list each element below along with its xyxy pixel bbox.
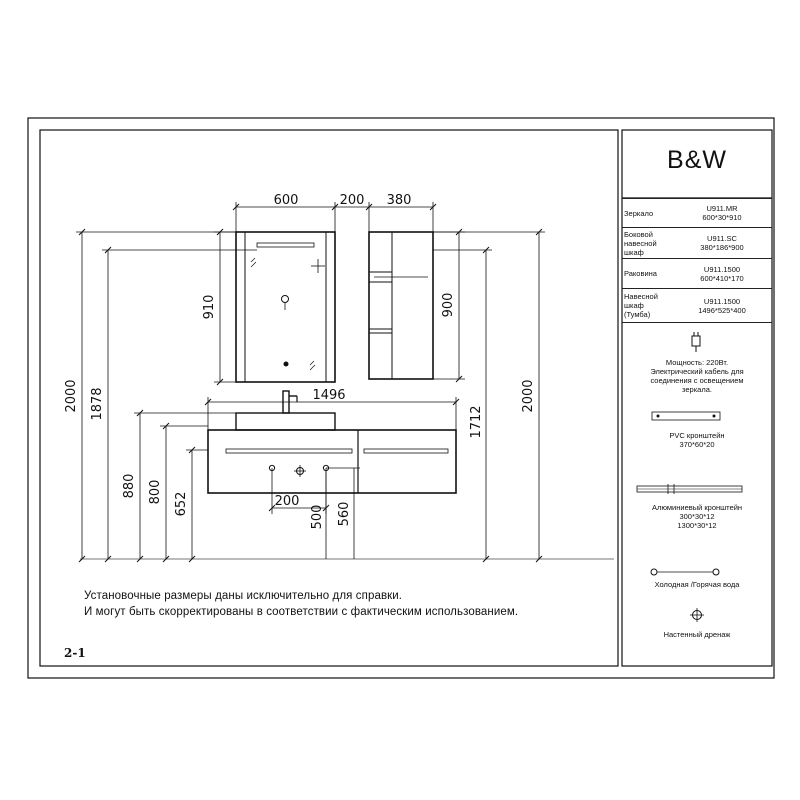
- spec-label: Раковина: [622, 258, 672, 289]
- dimension-labels: 600 200 380 1496 200 910 900 2000 1878 8…: [64, 193, 536, 529]
- dim-height-652: 652: [174, 492, 189, 517]
- spec-value: U911.SC 380*186*900: [672, 227, 772, 259]
- dim-cabinet-height: 900: [441, 293, 456, 318]
- dim-cabinet-width: 380: [387, 193, 412, 208]
- aluminium-bracket-icon: [636, 484, 743, 494]
- brand-logo: B&W: [667, 146, 727, 174]
- spec-value: U911.1500 600*410*170: [672, 258, 772, 289]
- spec-label: Боковой навесной шкаф: [622, 227, 672, 259]
- note-line-2: И могут быть скорректированы в соответст…: [84, 606, 519, 618]
- dim-height-1878: 1878: [90, 387, 105, 420]
- legend-aluminium-bracket: Алюминиевый кронштейн 300*30*12 1300*30*…: [651, 503, 743, 530]
- spec-table: Зеркало U911.MR 600*30*910 Боковой навес…: [622, 198, 772, 323]
- dim-pipe-spacing: 200: [275, 494, 300, 509]
- dim-height-1712: 1712: [469, 405, 484, 438]
- page-number: 2-1: [64, 646, 86, 660]
- water-connection-icon: [650, 568, 720, 576]
- dim-height-880: 880: [122, 474, 137, 499]
- spec-row-side-cabinet: Боковой навесной шкаф U911.SC 380*186*90…: [622, 227, 772, 259]
- spec-row-basin: Раковина U911.1500 600*410*170: [622, 258, 772, 289]
- spec-label: Зеркало: [622, 198, 672, 228]
- spec-label: Навесной шкаф (Тумба): [622, 288, 672, 323]
- dim-height-800: 800: [148, 480, 163, 505]
- dim-height-560: 560: [337, 502, 352, 527]
- legend-water: Холодная /Горячая вода: [654, 580, 740, 589]
- dim-vanity-width: 1496: [312, 388, 345, 403]
- dim-height-2000-left: 2000: [64, 379, 79, 412]
- drawing-frame: [39, 129, 619, 667]
- dim-height-2000-right: 2000: [521, 379, 536, 412]
- dim-mirror-width: 600: [274, 193, 299, 208]
- vanity-unit: [207, 390, 457, 494]
- power-cable-icon: [691, 332, 701, 352]
- spec-row-mirror: Зеркало U911.MR 600*30*910: [622, 198, 772, 228]
- mirror: [235, 231, 336, 383]
- legend-power: Мощность: 220Вт. Электрический кабель дл…: [650, 358, 744, 394]
- note-line-1: Установочные размеры даны исключительно …: [84, 590, 403, 602]
- sidebar-frame: [621, 129, 773, 667]
- spec-value: U911.MR 600*30*910: [672, 198, 772, 228]
- dimension-ticks: [78, 203, 543, 563]
- legend-pvc-bracket: PVC кронштейн 370*60*20: [669, 431, 725, 449]
- dim-gap: 200: [340, 193, 365, 208]
- legend-drain: Настенный дренаж: [663, 630, 731, 639]
- pvc-bracket-icon: [651, 411, 721, 421]
- spec-value: U911.1500 1496*525*400: [672, 288, 772, 323]
- dimension-lines: [76, 202, 545, 559]
- spec-row-vanity: Навесной шкаф (Тумба) U911.1500 1496*525…: [622, 288, 772, 323]
- side-cabinet: [368, 231, 434, 380]
- legend-icons: [636, 332, 743, 622]
- dim-height-500: 500: [310, 505, 325, 530]
- dim-mirror-height: 910: [202, 295, 217, 320]
- wall-drain-icon: [690, 608, 704, 622]
- outer-frame: [27, 117, 775, 679]
- pipe-connections: [268, 464, 330, 477]
